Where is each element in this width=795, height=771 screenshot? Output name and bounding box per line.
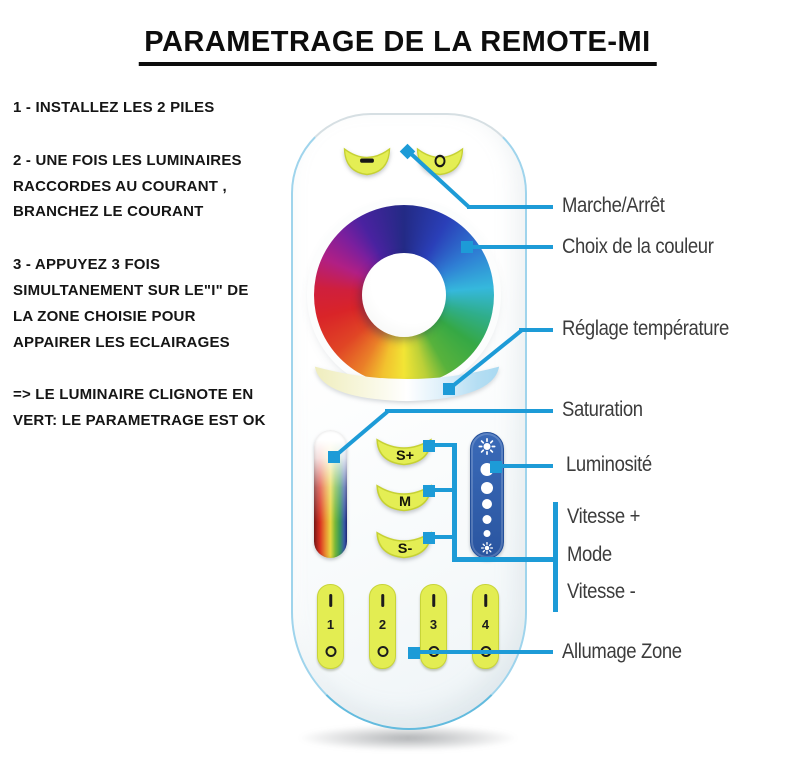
callout-marker-s-plus [423, 440, 435, 452]
callout-line-saturation [385, 409, 553, 413]
zone-off-o-icon [325, 646, 336, 657]
power-on-bar-icon [360, 158, 374, 163]
power-on-button[interactable] [341, 142, 393, 176]
remote-body: S+ M S- [291, 113, 527, 730]
callout-line-speed-group [452, 443, 457, 561]
power-off-button[interactable] [414, 142, 466, 176]
callout-marker-zone [408, 647, 420, 659]
label-power: Marche/Arrêt [562, 194, 665, 217]
s-plus-label: S+ [396, 448, 414, 463]
brightness-dot [482, 499, 492, 509]
mode-label: M [399, 494, 411, 509]
color-wheel-center [362, 253, 446, 337]
callout-line-power [467, 205, 553, 209]
zone-on-i-icon [380, 594, 385, 607]
callout-line-s-minus [433, 535, 457, 539]
callout-bracket-speed [553, 502, 558, 612]
callout-line-temperature [519, 328, 553, 332]
zone-button-1[interactable]: 1 [317, 584, 344, 669]
zone-number: 2 [378, 617, 387, 632]
callout-line-mode [433, 488, 457, 492]
brightness-dot [483, 530, 491, 537]
instruction-step-3: 3 - APPUYEZ 3 FOIS SIMULTANEMENT SUR LE"… [13, 256, 249, 351]
zone-button-3[interactable]: 3 [420, 584, 447, 669]
color-wheel[interactable] [314, 205, 494, 385]
power-off-circle-icon [434, 154, 446, 168]
s-minus-label: S- [398, 541, 413, 556]
zone-number: 1 [326, 617, 335, 632]
callout-line-speed-group [452, 557, 558, 562]
sun-dim-icon [480, 541, 494, 559]
callout-marker-color [461, 241, 473, 253]
zone-on-i-icon [431, 594, 436, 607]
s-plus-button[interactable]: S+ [373, 433, 435, 466]
zone-number: 4 [481, 617, 490, 632]
brightness-slider[interactable] [470, 432, 504, 559]
zone-button-4[interactable]: 4 [472, 584, 499, 669]
zone-button-2[interactable]: 2 [369, 584, 396, 669]
label-zone: Allumage Zone [562, 640, 682, 663]
sun-bright-icon [478, 438, 496, 460]
brightness-dot [481, 482, 493, 494]
label-mode: Mode [567, 543, 612, 566]
brightness-dot [482, 515, 492, 524]
zone-number: 3 [429, 617, 438, 632]
label-color: Choix de la couleur [562, 235, 714, 258]
instruction-step-2: 2 - UNE FOIS LES LUMINAIRES RACCORDES AU… [13, 151, 242, 221]
page-title: PARAMETRAGE DE LA REMOTE-MI [138, 26, 657, 66]
label-speed-down: Vitesse - [567, 580, 636, 603]
label-brightness: Luminosité [566, 453, 652, 476]
zone-on-i-icon [483, 594, 488, 607]
instruction-result: => LE LUMINAIRE CLIGNOTE EN VERT: LE PAR… [13, 386, 266, 430]
label-saturation: Saturation [562, 398, 643, 421]
callout-marker-mode [423, 485, 435, 497]
s-minus-button[interactable]: S- [373, 526, 435, 559]
callout-marker-brightness [490, 461, 502, 473]
callout-line-s-plus [433, 443, 457, 447]
mode-button[interactable]: M [373, 479, 435, 512]
callout-line-brightness [500, 464, 553, 468]
callout-marker-s-minus [423, 532, 435, 544]
callout-line-color [471, 245, 553, 249]
zone-off-o-icon [377, 646, 388, 657]
callout-line-zone [418, 650, 553, 654]
label-speed-up: Vitesse + [567, 505, 641, 528]
zone-on-i-icon [328, 594, 333, 607]
instruction-step-1: 1 - INSTALLEZ LES 2 PILES [13, 99, 215, 116]
instructions-block: 1 - INSTALLEZ LES 2 PILES 2 - UNE FOIS L… [13, 95, 267, 461]
label-temperature: Réglage température [562, 317, 729, 340]
